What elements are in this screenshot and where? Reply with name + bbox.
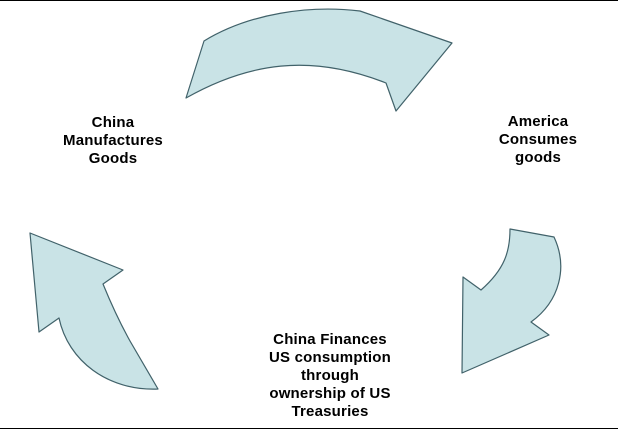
label-america-consumes: America Consumes goods xyxy=(463,113,613,167)
label-line: US consumption xyxy=(269,349,391,366)
label-china-manufactures: China Manufactures Goods xyxy=(38,114,188,168)
label-line: through xyxy=(300,367,360,384)
label-line: Treasuries xyxy=(291,403,369,420)
label-line: ownership of US xyxy=(269,385,391,402)
label-line: Manufactures xyxy=(63,132,163,149)
label-line: China Finances xyxy=(273,331,387,348)
label-line: Goods xyxy=(88,150,138,167)
label-china-finances: China Finances US consumption through ow… xyxy=(232,331,428,421)
label-line: Consumes xyxy=(498,131,578,148)
top-arrow xyxy=(185,8,453,112)
left-arrow xyxy=(29,232,159,390)
label-line: America xyxy=(507,113,569,130)
label-line: China xyxy=(91,114,135,131)
right-arrow xyxy=(461,228,562,374)
label-line: goods xyxy=(515,149,561,166)
